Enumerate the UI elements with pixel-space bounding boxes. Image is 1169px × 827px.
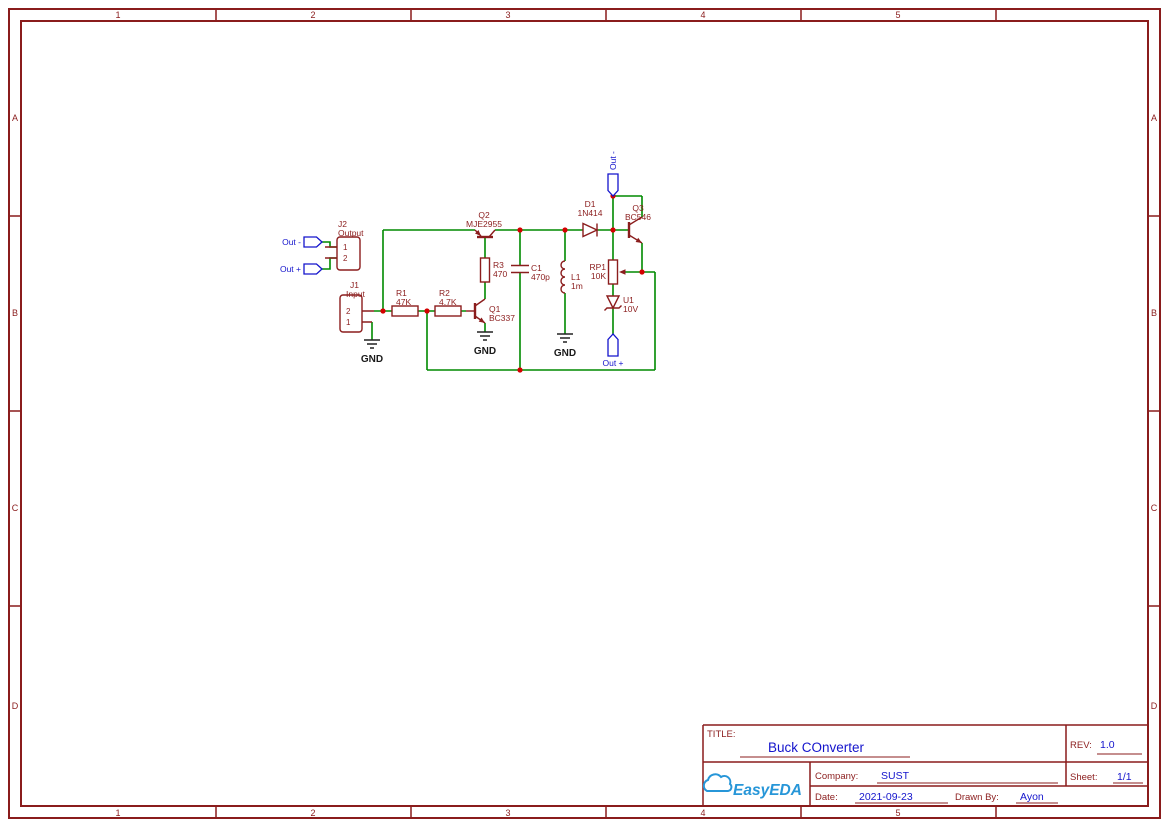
company-label: Company: [815, 771, 858, 782]
r1-ref-label[interactable]: R1 [396, 288, 407, 298]
ruler-col-label: 3 [505, 10, 510, 20]
ruler-row-label: B [12, 308, 18, 318]
schematic-title[interactable]: Buck COnverter [768, 740, 865, 755]
ruler-row-label: D [12, 701, 19, 711]
u1-value-label[interactable]: 10V [623, 304, 638, 314]
ruler-col-label: 3 [505, 808, 510, 818]
r1-value-label[interactable]: 47K [396, 297, 411, 307]
ruler-row-label: B [1151, 308, 1157, 318]
date-label: Date: [815, 792, 838, 803]
j2-pin-1: 1 [343, 243, 348, 252]
resistor-r3[interactable]: R3 470 [479, 257, 508, 283]
potentiometer-rp1[interactable]: RP1 10K [589, 259, 626, 285]
j2-ref-label[interactable]: J2 [338, 219, 347, 229]
out-minus-label[interactable]: Out - [282, 237, 301, 247]
r2-value-label[interactable]: 4.7K [439, 297, 457, 307]
ruler-row-label: C [1151, 503, 1158, 513]
rev-value[interactable]: 1.0 [1100, 739, 1115, 751]
capacitor-c1[interactable]: C1 470p [511, 263, 550, 282]
j1-value-label[interactable]: Input [346, 289, 366, 299]
j1-pin-1: 1 [346, 318, 351, 327]
j2-pin-2: 2 [343, 254, 348, 263]
title-label: TITLE: [707, 729, 736, 740]
net-flag-out-plus-left[interactable]: Out + [280, 263, 323, 275]
u1-ref-label[interactable]: U1 [623, 295, 634, 305]
title-block: TITLE: Buck COnverter REV: 1.0 EasyEDA C… [702, 724, 1148, 806]
j1-pin-2: 2 [346, 307, 351, 316]
gnd-flag-j1[interactable]: GND [361, 339, 383, 365]
q1-value-label[interactable]: BC337 [489, 313, 515, 323]
gnd-label[interactable]: GND [474, 346, 496, 357]
q2-value-label[interactable]: MJE2955 [466, 219, 502, 229]
diode-d1[interactable]: D1 1N414 [577, 199, 603, 238]
out-plus-label[interactable]: Out + [280, 264, 301, 274]
net-flag-out-plus-bottom[interactable]: Out + [602, 333, 624, 368]
q3-value-label[interactable]: BC546 [625, 212, 651, 222]
ruler-col-label: 4 [700, 808, 705, 818]
ruler-col-label: 1 [115, 808, 120, 818]
sheet-label: Sheet: [1070, 772, 1097, 783]
rp1-ref-label[interactable]: RP1 [589, 262, 606, 272]
rp1-value-label[interactable]: 10K [591, 271, 606, 281]
easyeda-logo: EasyEDA [702, 773, 802, 799]
ruler-col-label: 4 [700, 10, 705, 20]
r3-value-label[interactable]: 470 [493, 269, 507, 279]
c1-ref-label[interactable]: C1 [531, 263, 542, 273]
l1-ref-label[interactable]: L1 [571, 272, 581, 282]
transistor-q3[interactable]: Q3 BC546 [625, 203, 651, 244]
resistor-r1[interactable]: R1 47K [391, 288, 419, 317]
logo-text: EasyEDA [733, 782, 802, 799]
ruler-col-label: 2 [310, 10, 315, 20]
junction-dots [380, 193, 645, 373]
connector-j2[interactable]: J2 Output 1 2 [325, 219, 364, 271]
q2-ref-label[interactable]: Q2 [478, 210, 490, 220]
sheet-value[interactable]: 1/1 [1117, 771, 1132, 783]
transistor-q1[interactable]: Q1 BC337 [466, 298, 515, 324]
sheet-frame: 1 2 3 4 5 1 2 3 4 5 A B C D A B C D [8, 8, 1161, 819]
ruler-row-label: C [12, 503, 19, 513]
l1-value-label[interactable]: 1m [571, 281, 583, 291]
rev-label: REV: [1070, 740, 1092, 751]
j2-value-label[interactable]: Output [338, 228, 364, 238]
d1-value-label[interactable]: 1N414 [577, 208, 602, 218]
ruler-row-label: D [1151, 701, 1158, 711]
gnd-label[interactable]: GND [554, 348, 576, 359]
ruler-row-label: A [1151, 113, 1157, 123]
drawn-by-label: Drawn By: [955, 792, 999, 803]
gnd-flag-l1[interactable]: GND [554, 333, 576, 359]
transistor-q2[interactable]: Q2 MJE2955 [466, 210, 502, 239]
q3-ref-label[interactable]: Q3 [632, 203, 644, 213]
j1-ref-label[interactable]: J1 [350, 280, 359, 290]
q1-ref-label[interactable]: Q1 [489, 304, 501, 314]
resistor-r2[interactable]: R2 4.7K [434, 288, 462, 317]
d1-ref-label[interactable]: D1 [585, 199, 596, 209]
ruler-row-label: A [12, 113, 18, 123]
ruler-col-label: 5 [895, 10, 900, 20]
cloud-logo-icon [702, 773, 733, 792]
ruler-col-label: 2 [310, 808, 315, 818]
r3-ref-label[interactable]: R3 [493, 260, 504, 270]
r2-ref-label[interactable]: R2 [439, 288, 450, 298]
company-value[interactable]: SUST [881, 770, 910, 782]
gnd-label[interactable]: GND [361, 354, 383, 365]
date-value[interactable]: 2021-09-23 [859, 791, 913, 803]
ruler-col-label: 1 [115, 10, 120, 20]
schematic-wires[interactable] [322, 195, 656, 371]
out-minus-label[interactable]: Out - [608, 151, 618, 170]
gnd-flag-q1[interactable]: GND [474, 331, 496, 357]
zener-u1[interactable]: U1 10V [604, 295, 639, 314]
connector-j1[interactable]: J1 Input 2 1 [339, 280, 374, 333]
ruler-col-label: 5 [895, 808, 900, 818]
c1-value-label[interactable]: 470p [531, 272, 550, 282]
drawn-by-value[interactable]: Ayon [1020, 791, 1044, 803]
net-flag-out-minus-top[interactable]: Out - [607, 151, 619, 197]
out-plus-label[interactable]: Out + [602, 358, 623, 368]
inductor-l1[interactable]: L1 1m [560, 260, 583, 294]
net-flag-out-minus-left[interactable]: Out - [282, 236, 323, 248]
